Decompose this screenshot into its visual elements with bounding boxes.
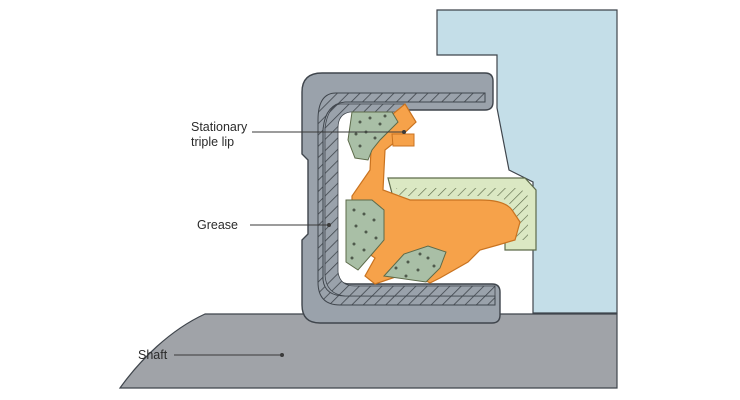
grease-pocket-top [347, 111, 399, 161]
grease-pocket-bottom [382, 245, 447, 283]
leader-lines [174, 131, 403, 356]
housing [436, 9, 618, 314]
label-stationary-line2: triple lip [191, 135, 234, 149]
label-shaft: Shaft [138, 348, 168, 362]
label-stationary-line1: Stationary [191, 120, 248, 134]
grease-dots [350, 114, 436, 278]
shaft [118, 313, 618, 389]
leader-endpoints [280, 130, 406, 357]
hatched-inner [324, 103, 496, 297]
label-grease: Grease [197, 218, 238, 232]
grease-pocket-middle [345, 199, 385, 271]
stationary-lip-tip [391, 133, 415, 147]
